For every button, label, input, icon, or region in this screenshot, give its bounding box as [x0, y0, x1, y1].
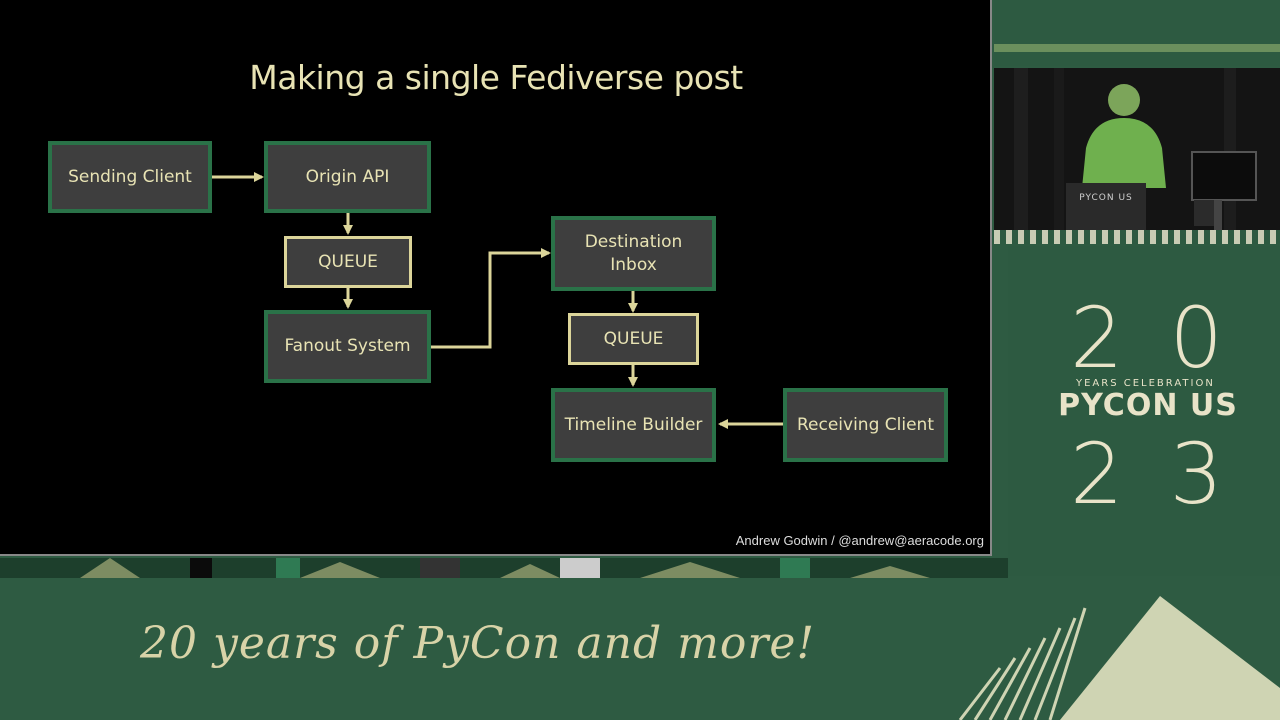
diagram-arrows [212, 172, 783, 429]
logo-year-top: 20 [1070, 289, 1269, 387]
monitor [1191, 151, 1257, 201]
speaker-scene: PYCON US [994, 68, 1280, 230]
speaker-body [1082, 118, 1166, 188]
node-fanout-system: Fanout System [264, 310, 431, 383]
podium-label: PYCON US [1079, 193, 1133, 203]
node-queue-2: QUEUE [568, 313, 699, 365]
logo-subtitle: YEARS CELEBRATION [1076, 378, 1215, 389]
node-destination-inbox: Destination Inbox [551, 216, 716, 291]
pycon-logo: 20 YEARS CELEBRATION PYCON US 23 [1008, 246, 1280, 576]
decorative-strip [0, 558, 1008, 578]
decorative-stripes [994, 230, 1280, 244]
bottom-banner: 20 years of PyCon and more! [0, 578, 1280, 720]
node-queue-1: QUEUE [284, 236, 412, 288]
arrow-fanout-to-destination [431, 248, 551, 349]
podium [1066, 183, 1146, 230]
slide-footer: Andrew Godwin / @andrew@aeracode.org [735, 533, 984, 548]
speaker-head [1108, 84, 1140, 116]
logo-year-bottom: 23 [1070, 425, 1269, 523]
camera-top-panel [994, 0, 1280, 66]
node-sending-client: Sending Client [48, 141, 212, 213]
presentation-slide: Making a single Fediverse post Sending C… [0, 0, 992, 556]
logo-event-name: PYCON US [1058, 388, 1238, 423]
node-timeline-builder: Timeline Builder [551, 388, 716, 462]
node-receiving-client: Receiving Client [783, 388, 948, 462]
tagline: 20 years of PyCon and more! [140, 618, 816, 669]
speaker-camera: PYCON US [994, 68, 1280, 230]
node-origin-api: Origin API [264, 141, 431, 213]
slide-title: Making a single Fediverse post [249, 58, 743, 97]
banner-mountains [958, 596, 1280, 720]
